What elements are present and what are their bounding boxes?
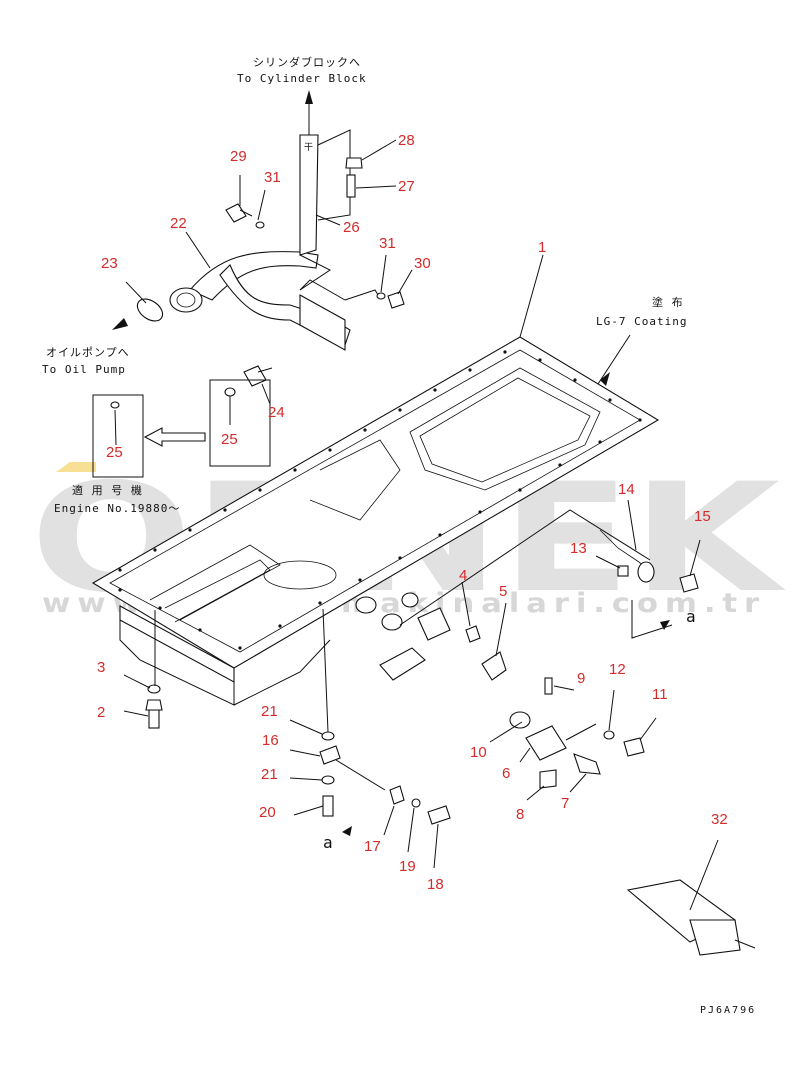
callout-7: 7 <box>561 795 569 812</box>
callout-11: 11 <box>652 686 668 703</box>
callout-4: 4 <box>459 567 467 584</box>
arrow-to-pump-icon <box>112 318 128 330</box>
bracket-26: 干 <box>299 134 319 256</box>
callout-16: 16 <box>262 732 279 749</box>
to-oil-pump-jp: オイルポンプへ <box>46 346 130 359</box>
svg-text:干: 干 <box>304 142 313 153</box>
left-arrow-icon <box>143 427 206 447</box>
callout-22: 22 <box>170 215 187 232</box>
callout-31: 31 <box>264 169 281 186</box>
oil-pan <box>91 336 660 706</box>
arrow-a-icon <box>660 620 670 630</box>
callout-14: 14 <box>618 481 635 498</box>
callout-20: 20 <box>259 804 276 821</box>
hardware <box>136 157 756 956</box>
leader-lines <box>123 139 719 911</box>
inset-box-left <box>92 394 144 478</box>
bolt-holes <box>118 350 642 650</box>
arrow-a-label: a <box>323 833 334 852</box>
arrow-a-label: a <box>686 607 697 626</box>
up-arrow-icon <box>305 90 313 135</box>
callout-8: 8 <box>516 806 524 823</box>
callout-23: 23 <box>101 255 118 272</box>
callout-9: 9 <box>577 670 585 687</box>
callout-12: 12 <box>609 661 626 678</box>
drawing-code: PJ6A796 <box>700 1005 756 1016</box>
callout-32: 32 <box>711 811 728 828</box>
to-cylinder-block-en: To Cylinder Block <box>237 72 367 85</box>
to-cylinder-block-jp: シリンダブロックへ <box>253 55 361 69</box>
callout-3: 3 <box>97 659 105 676</box>
callout-29: 29 <box>230 148 247 165</box>
callout-28: 28 <box>398 132 415 149</box>
callout-21: 21 <box>261 703 278 720</box>
callout-21: 21 <box>261 766 278 783</box>
coating-en: LG-7 Coating <box>596 315 687 328</box>
callout-6: 6 <box>502 765 510 782</box>
callout-25: 25 <box>106 444 123 461</box>
callout-25: 25 <box>221 431 238 448</box>
callout-27: 27 <box>398 178 415 195</box>
callout-30: 30 <box>414 255 431 272</box>
coating-jp: 塗 布 <box>652 295 684 309</box>
watermark-accent-icon <box>56 462 96 472</box>
engine-no: Engine No.19880～ <box>54 502 180 515</box>
callout-2: 2 <box>97 704 105 721</box>
callout-1: 1 <box>538 239 546 256</box>
callout-18: 18 <box>427 876 444 893</box>
applicable-jp: 適 用 号 機 <box>72 483 143 497</box>
callout-24: 24 <box>268 404 285 421</box>
callout-26: 26 <box>343 219 360 236</box>
arrow-coating-icon <box>600 372 610 386</box>
callout-17: 17 <box>364 838 381 855</box>
callout-31: 31 <box>379 235 396 252</box>
callouts: 1 2 3 4 5 6 7 8 9 10 11 12 13 14 15 16 1… <box>97 132 728 893</box>
callout-10: 10 <box>470 744 487 761</box>
inset-box-right <box>209 379 271 467</box>
to-oil-pump-en: To Oil Pump <box>42 363 126 376</box>
suction-pipe <box>169 251 351 351</box>
callout-5: 5 <box>499 583 507 600</box>
callout-19: 19 <box>399 858 416 875</box>
callout-15: 15 <box>694 508 711 525</box>
callout-13: 13 <box>570 540 587 557</box>
arrow-a-icon <box>342 826 352 836</box>
